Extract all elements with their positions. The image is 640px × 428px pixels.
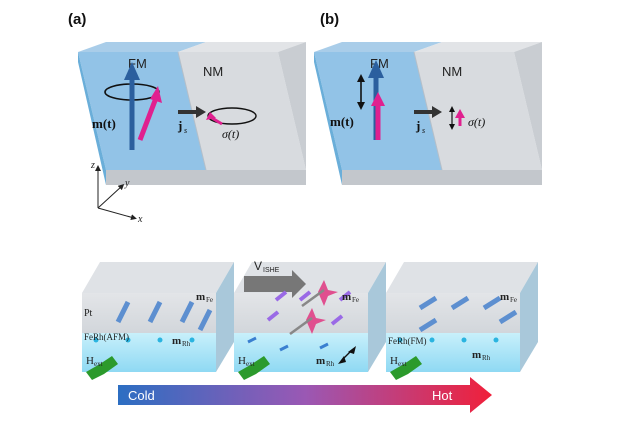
m-equilibrium-arrowhead-b bbox=[368, 60, 384, 78]
h-ext-sub-middle: ext bbox=[246, 360, 255, 368]
panel-a-label: (a) bbox=[68, 11, 86, 28]
m-rh-label-middle: m bbox=[316, 355, 325, 367]
vishe-arrow bbox=[244, 270, 306, 298]
temperature-bar: Cold Hot bbox=[118, 377, 492, 413]
slab-left-pt-layer bbox=[82, 293, 216, 333]
ferh-afm-label: FeRh(AFM) bbox=[84, 332, 129, 342]
block-bottom-a bbox=[106, 170, 306, 185]
m-fe-sub-left: Fe bbox=[206, 296, 213, 304]
js-sub-b: s bbox=[422, 126, 425, 135]
m-rh-sub-right: Rh bbox=[482, 354, 491, 362]
m-fe-label-left: m bbox=[196, 291, 205, 303]
pt-label: Pt bbox=[84, 308, 93, 319]
block-bottom-b bbox=[342, 170, 542, 185]
slab-left-top bbox=[82, 262, 234, 293]
m-t-label-a: m(t) bbox=[92, 116, 116, 131]
panel-a: (a) FM NM m(t) j s σ(t) bbox=[68, 11, 306, 185]
m-rh-sub-middle: Rh bbox=[326, 360, 335, 368]
coordinate-axes: z y x bbox=[90, 160, 143, 225]
nm-block-top-b bbox=[414, 42, 542, 52]
sigma-label-b: σ(t) bbox=[468, 115, 485, 129]
cold-label: Cold bbox=[128, 388, 155, 403]
slab-left-fe-moments bbox=[115, 300, 213, 332]
slab-left-rh-dots bbox=[93, 337, 195, 343]
oscillation-head-top-b bbox=[357, 74, 365, 82]
m-t-arrowhead-a bbox=[150, 86, 162, 103]
js-label-b: j bbox=[415, 118, 420, 133]
panel-b: (b) FM NM m(t) j s σ(t) bbox=[314, 11, 542, 185]
slab-right-rh-dots bbox=[397, 337, 499, 343]
slab-right-fe-moments bbox=[418, 295, 518, 333]
m-rh-label-right: m bbox=[472, 349, 481, 361]
oscillation-head-bottom-b bbox=[357, 102, 365, 110]
fm-block-left-b bbox=[314, 52, 342, 185]
axis-y-label: y bbox=[124, 178, 130, 189]
m-rh-label-left: m bbox=[172, 335, 181, 347]
h-ext-sub-left: ext bbox=[94, 360, 103, 368]
slab-middle-rh-moments bbox=[247, 336, 329, 352]
m-rh-sub-left: Rh bbox=[182, 340, 191, 348]
js-label-a: j bbox=[177, 118, 182, 133]
vishe-label: V bbox=[254, 259, 262, 273]
hext-arrow-left bbox=[86, 356, 118, 380]
h-ext-label-left: H bbox=[86, 355, 94, 367]
sigma-arrowhead-a bbox=[206, 112, 216, 120]
slab-right-side bbox=[520, 262, 538, 372]
m-t-arrowhead-b bbox=[371, 92, 385, 106]
ferh-fm-label: FeRh(FM) bbox=[388, 336, 427, 346]
m-fe-sub-right: Fe bbox=[510, 296, 517, 304]
hext-arrow-middle bbox=[238, 356, 270, 380]
js-sub-a: s bbox=[184, 126, 187, 135]
m-fe-sub-middle: Fe bbox=[352, 296, 359, 304]
nm-block-front bbox=[178, 52, 306, 170]
slab-left: Pt FeRh(AFM) m Fe m Rh H ext bbox=[82, 262, 234, 380]
m-t-label-b: m(t) bbox=[330, 114, 354, 129]
m-fe-label-right: m bbox=[500, 291, 509, 303]
temperature-gradient-arrow bbox=[118, 377, 492, 413]
spin-precession-markers bbox=[289, 280, 338, 336]
nm-label-a: NM bbox=[203, 64, 223, 79]
fm-block-top-b bbox=[314, 42, 442, 52]
h-ext-sub-right: ext bbox=[398, 360, 407, 368]
nm-block-right-b bbox=[514, 42, 542, 170]
slab-right-top bbox=[386, 262, 538, 293]
slab-left-side bbox=[216, 262, 234, 372]
js-arrowhead-b bbox=[432, 106, 442, 118]
js-arrowhead-a bbox=[196, 106, 206, 118]
nm-block-front-b bbox=[414, 52, 542, 170]
axis-z-label: z bbox=[90, 160, 95, 171]
m-fe-label-middle: m bbox=[342, 291, 351, 303]
hot-label: Hot bbox=[432, 388, 453, 403]
slab-right: FeRh(FM) m Fe m Rh H ext bbox=[386, 262, 538, 380]
slab-middle-side bbox=[368, 262, 386, 372]
slab-middle-fe-moments bbox=[266, 290, 352, 326]
fm-block-top bbox=[78, 42, 206, 52]
sigma-arrowhead-b bbox=[455, 109, 465, 118]
nm-label-b: NM bbox=[442, 64, 462, 79]
fm-block-front bbox=[78, 52, 206, 170]
nm-block-right bbox=[278, 42, 306, 170]
slab-right-pt-layer bbox=[386, 293, 520, 333]
fm-block-left bbox=[78, 52, 106, 185]
h-ext-label-right: H bbox=[390, 355, 398, 367]
axis-x-label: x bbox=[137, 214, 143, 225]
h-ext-label-middle: H bbox=[238, 355, 246, 367]
sigma-arrow-a bbox=[211, 116, 223, 126]
hext-arrow-right bbox=[390, 356, 422, 380]
m-equilibrium-arrowhead-a bbox=[124, 62, 140, 80]
panel-b-label: (b) bbox=[320, 11, 339, 28]
vishe-sub: ISHE bbox=[263, 267, 280, 274]
slab-middle: V ISHE m Fe m Rh H ext bbox=[234, 259, 386, 380]
m-t-arrow-a bbox=[137, 97, 159, 141]
nm-block-top bbox=[178, 42, 306, 52]
sigma-label-a: σ(t) bbox=[222, 127, 239, 141]
